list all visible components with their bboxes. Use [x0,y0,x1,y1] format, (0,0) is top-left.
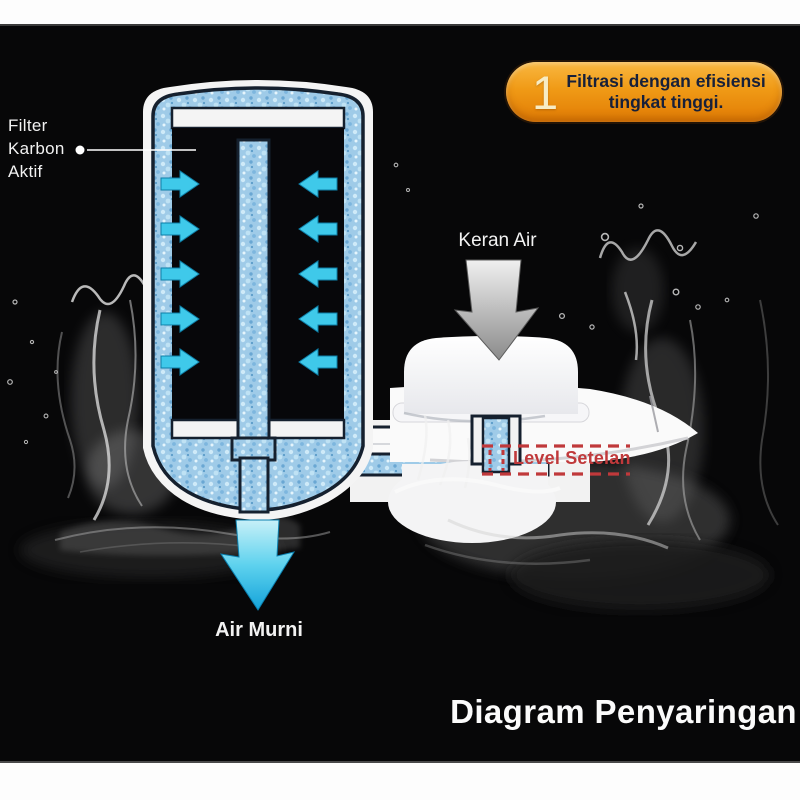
active-carbon-filter-label-line3: Aktif [8,162,43,181]
step-number: 1 [532,65,559,119]
tap-water-arrow-icon [453,259,540,361]
flow-arrow-left-icon [160,305,200,333]
water-droplets [7,162,759,445]
active-carbon-filter-label-line1: Filter [8,116,48,135]
step-badge-line2: tingkat tinggi. [608,92,724,112]
center-tube-outlet [238,456,270,514]
active-carbon-filter-label-line2: Karbon [8,139,65,158]
step-badge-text: Filtrasi dengan efisiensi tingkat tinggi… [564,71,768,113]
water-splash-left [56,274,178,521]
flow-arrows [160,170,338,376]
filter-cartridge-illustration [143,80,373,520]
flow-arrow-left-icon [160,260,200,288]
tap-water-label: Keran Air [458,230,537,251]
setting-level-dashes [482,444,630,476]
center-tube [236,138,271,442]
flow-arrow-left-icon [160,348,200,376]
flow-arrow-right-icon [298,260,338,288]
diagram-title: Diagram Penyaringan [450,693,797,730]
flow-arrow-right-icon [298,215,338,243]
callout-dot [75,145,85,155]
faucet-cap [404,336,578,414]
callout-pointer [75,145,196,155]
letterbox-top [0,0,800,26]
flow-arrow-left-icon [160,170,200,198]
setting-level-label: Level Setelan [513,448,631,468]
flow-arrow-right-icon [298,305,338,333]
letterbox-bottom [0,761,800,800]
pure-water-arrow-icon [219,519,296,611]
step-badge: 1 Filtrasi dengan efisiensi tingkat ting… [506,62,782,122]
splash-foreground [394,414,561,494]
filter-top-cap [170,106,346,130]
flow-arrow-right-icon [298,348,338,376]
step-badge-line1: Filtrasi dengan efisiensi [566,71,766,91]
pure-water-label: Air Murni [215,619,303,641]
flow-arrow-right-icon [298,170,338,198]
faucet-illustration [388,336,698,565]
flow-arrow-left-icon [160,215,200,243]
active-carbon-filter-label: Filter Karbon Aktif [8,114,65,183]
